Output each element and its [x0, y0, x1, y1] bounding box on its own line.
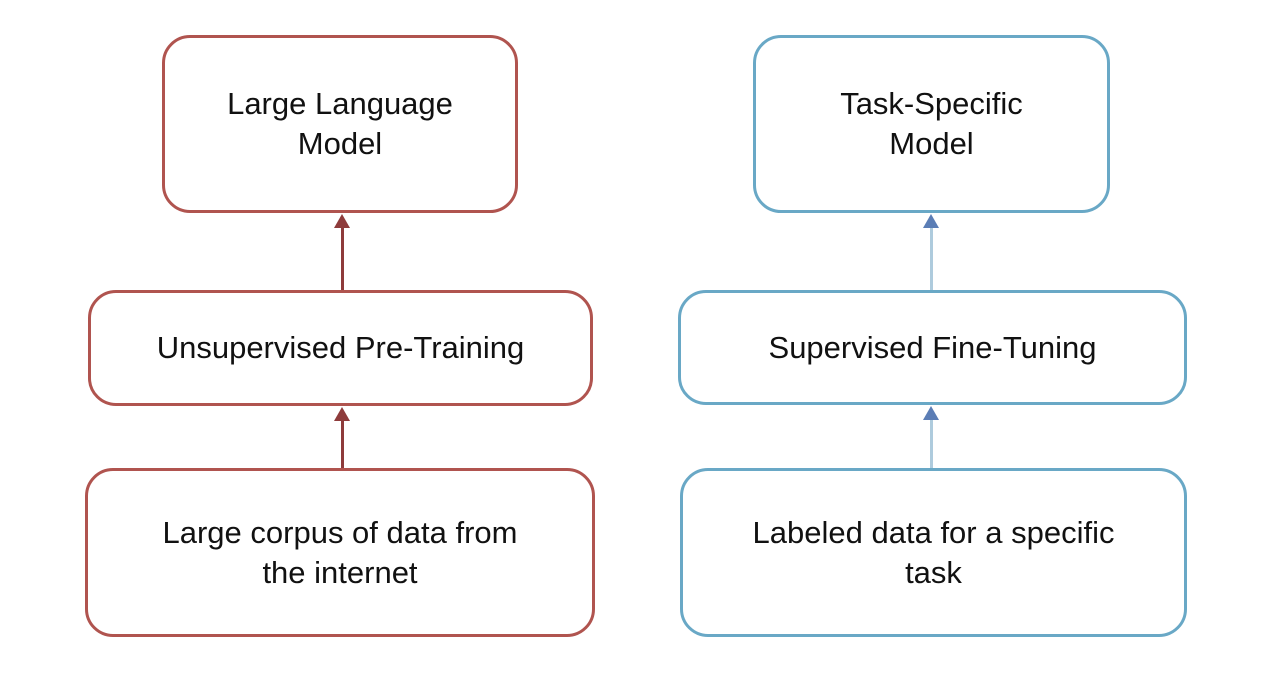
- connector-finetuning-to-taskmodel: [922, 214, 940, 290]
- arrowhead-up-icon: [923, 406, 939, 420]
- connector-corpus-to-pretraining: [333, 407, 351, 468]
- node-supervised-finetuning: Supervised Fine-Tuning: [678, 290, 1187, 405]
- connector-labeled-data-to-finetuning: [922, 406, 940, 468]
- node-unsupervised-pretraining: Unsupervised Pre-Training: [88, 290, 593, 406]
- arrowhead-up-icon: [334, 407, 350, 421]
- node-large-corpus-data: Large corpus of data from the internet: [85, 468, 595, 637]
- arrow-shaft: [929, 420, 933, 468]
- arrow-shaft: [340, 421, 344, 468]
- node-labeled-data: Labeled data for a specific task: [680, 468, 1187, 637]
- node-task-specific-model: Task-Specific Model: [753, 35, 1110, 213]
- node-large-language-model: Large Language Model: [162, 35, 518, 213]
- arrow-shaft: [340, 228, 344, 290]
- arrowhead-up-icon: [923, 214, 939, 228]
- connector-pretraining-to-llm: [333, 214, 351, 290]
- arrow-shaft: [929, 228, 933, 290]
- arrowhead-up-icon: [334, 214, 350, 228]
